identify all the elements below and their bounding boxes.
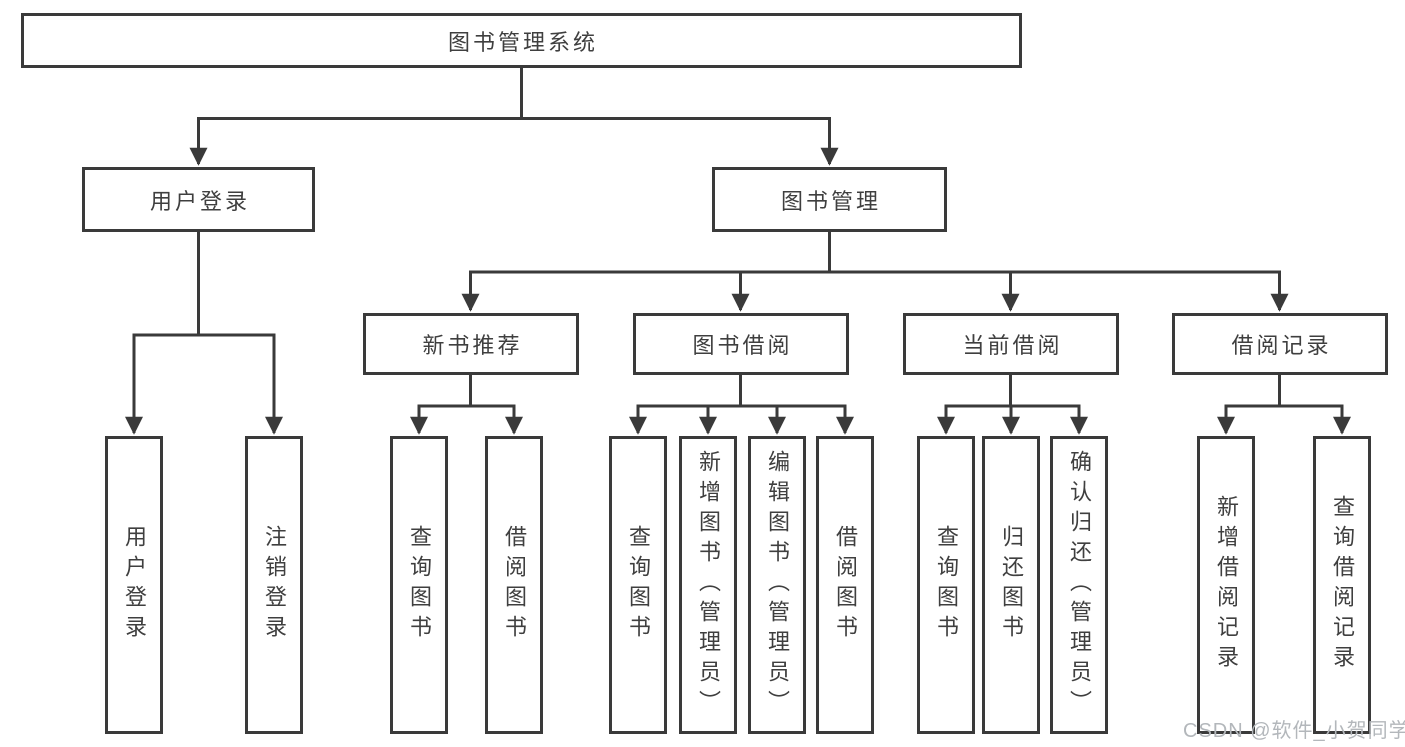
connector-current-borrow-branch [946, 375, 1079, 408]
leaf-cb-return-books-label: 归还图书 [999, 525, 1024, 645]
leaf-nbr-query-books-label: 查询图书 [407, 525, 432, 645]
connector-book-borrow-branch [638, 375, 845, 408]
node-borrow-records-label: 借阅记录 [1231, 333, 1332, 358]
node-book-management: 图书管理 [712, 167, 947, 232]
leaf-bb-add-books: 新增图书（管理员） [679, 436, 737, 734]
leaf-cb-confirm-return: 确认归还（管理员） [1050, 436, 1108, 734]
node-current-borrow-label: 当前借阅 [962, 333, 1063, 358]
leaf-br-add-record-label: 新增借阅记录 [1214, 495, 1239, 675]
leaf-user-login-label: 用户登录 [122, 525, 147, 645]
leaf-br-add-record: 新增借阅记录 [1197, 436, 1255, 734]
leaf-nbr-query-books: 查询图书 [390, 436, 448, 734]
node-library-system-label: 图书管理系统 [447, 29, 598, 55]
leaf-cb-query-books-label: 查询图书 [934, 525, 959, 645]
node-book-borrow: 图书借阅 [633, 313, 849, 375]
leaf-bb-query-books: 查询图书 [609, 436, 667, 734]
leaf-nbr-borrow-books-label: 借阅图书 [502, 525, 527, 645]
leaf-bb-borrow-books: 借阅图书 [816, 436, 874, 734]
leaf-logout-label: 注销登录 [262, 525, 287, 645]
connector-new-book-recommend-branch [419, 375, 514, 408]
leaf-bb-add-books-label: 新增图书（管理员） [696, 450, 721, 720]
node-book-borrow-label: 图书借阅 [692, 333, 793, 358]
leaf-bb-query-books-label: 查询图书 [626, 525, 651, 645]
node-book-management-label: 图书管理 [780, 188, 881, 214]
connector-user-login-branch [134, 232, 274, 337]
leaf-logout: 注销登录 [245, 436, 303, 734]
node-borrow-records: 借阅记录 [1172, 313, 1388, 375]
connector-root-branch [198, 68, 830, 120]
node-user-login-label: 用户登录 [149, 188, 250, 214]
node-new-book-recommend: 新书推荐 [363, 313, 579, 375]
leaf-bb-borrow-books-label: 借阅图书 [833, 525, 858, 645]
connector-book-management-branch [470, 232, 1280, 274]
leaf-bb-edit-books-label: 编辑图书（管理员） [765, 450, 790, 720]
leaf-bb-edit-books: 编辑图书（管理员） [748, 436, 806, 734]
node-new-book-recommend-label: 新书推荐 [422, 333, 523, 358]
leaf-user-login: 用户登录 [105, 436, 163, 734]
leaf-br-query-record-label: 查询借阅记录 [1330, 495, 1355, 675]
leaf-cb-confirm-return-label: 确认归还（管理员） [1067, 450, 1092, 720]
leaf-cb-return-books: 归还图书 [982, 436, 1040, 734]
watermark: CSDN @软件_小贺同学 [1183, 720, 1405, 742]
node-current-borrow: 当前借阅 [903, 313, 1119, 375]
node-library-system: 图书管理系统 [21, 13, 1022, 68]
node-user-login: 用户登录 [82, 167, 315, 232]
leaf-cb-query-books: 查询图书 [917, 436, 975, 734]
leaf-nbr-borrow-books: 借阅图书 [485, 436, 543, 734]
connector-borrow-records-branch [1226, 375, 1342, 408]
leaf-br-query-record: 查询借阅记录 [1313, 436, 1371, 734]
